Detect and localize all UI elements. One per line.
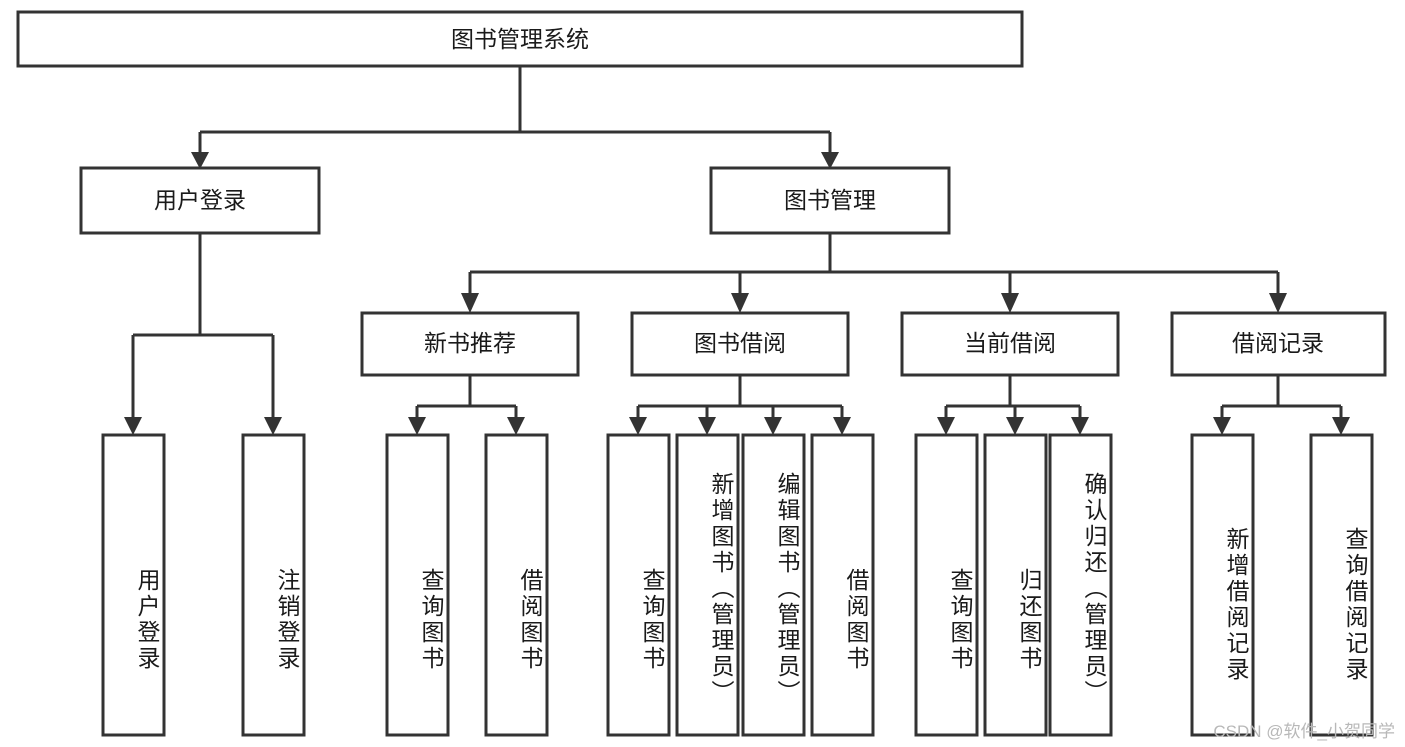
node-current-borrow-label: 当前借阅 xyxy=(964,330,1056,356)
connector-user-login-to-leaves xyxy=(124,233,282,435)
node-leaf-query-book-3[interactable]: 查询图书 xyxy=(914,433,979,737)
node-new-book-recommend[interactable]: 新书推荐 xyxy=(360,311,580,377)
node-leaf-return-book[interactable]: 归还图书 xyxy=(983,433,1048,737)
arrow-head-leaf-6 xyxy=(698,417,716,435)
arrow-head-new-book-recommend xyxy=(461,293,479,313)
node-leaf-borrow-book-1-label: 借阅图书 xyxy=(517,568,543,672)
connector-book-management-to-level3 xyxy=(461,233,1287,313)
arrow-head-borrow-record xyxy=(1269,293,1287,313)
connector-borrow-record-to-leaves xyxy=(1213,375,1350,435)
node-leaf-query-book-2[interactable]: 查询图书 xyxy=(606,433,671,737)
node-leaf-query-book-1[interactable]: 查询图书 xyxy=(385,433,450,737)
connector-new-book-recommend-to-leaves xyxy=(408,375,525,435)
node-leaf-user-login-label: 用户登录 xyxy=(134,568,160,672)
node-leaf-user-logout-label: 注销登录 xyxy=(274,568,300,672)
arrow-head-leaf-5 xyxy=(629,417,647,435)
arrow-head-leaf-9 xyxy=(937,417,955,435)
node-book-borrow[interactable]: 图书借阅 xyxy=(630,311,850,377)
node-leaf-add-borrow-record[interactable]: 新增借阅记录 xyxy=(1190,433,1255,737)
node-user-login[interactable]: 用户登录 xyxy=(79,166,321,235)
node-leaf-user-logout[interactable]: 注销登录 xyxy=(241,433,306,737)
node-book-management[interactable]: 图书管理 xyxy=(709,166,951,235)
arrow-head-leaf-8 xyxy=(833,417,851,435)
node-leaf-add-borrow-record-label: 新增借阅记录 xyxy=(1223,527,1249,683)
arrow-head-leaf-7 xyxy=(764,417,782,435)
node-borrow-record-label: 借阅记录 xyxy=(1232,330,1324,356)
node-leaf-add-book-admin-label: 新增图书（管理员） xyxy=(708,472,734,706)
node-root-title-label: 图书管理系统 xyxy=(451,26,589,52)
arrow-head-book-management xyxy=(821,152,839,169)
node-leaf-query-book-2-label: 查询图书 xyxy=(639,568,665,672)
node-leaf-add-book-admin[interactable]: 新增图书（管理员） xyxy=(675,433,740,737)
connector-root-to-level2 xyxy=(191,66,839,169)
node-leaf-confirm-return-admin[interactable]: 确认归还（管理员） xyxy=(1048,433,1113,737)
node-borrow-record[interactable]: 借阅记录 xyxy=(1170,311,1387,377)
node-book-management-label: 图书管理 xyxy=(784,187,876,213)
arrow-head-leaf-11 xyxy=(1071,417,1089,435)
arrow-head-leaf-4 xyxy=(507,417,525,435)
arrow-head-leaf-1 xyxy=(124,417,142,435)
arrow-head-book-borrow xyxy=(731,293,749,313)
node-root-title[interactable]: 图书管理系统 xyxy=(16,10,1024,68)
node-current-borrow[interactable]: 当前借阅 xyxy=(900,311,1120,377)
node-leaf-borrow-book-2[interactable]: 借阅图书 xyxy=(810,433,875,737)
leaf-nodes-group: 用户登录 注销登录 查询图书 借阅图书 查询图书 xyxy=(101,433,1374,737)
node-leaf-edit-book-admin-label: 编辑图书（管理员） xyxy=(774,472,800,706)
node-leaf-query-borrow-record-label: 查询借阅记录 xyxy=(1342,527,1368,683)
node-book-borrow-label: 图书借阅 xyxy=(694,330,786,356)
node-leaf-borrow-book-1[interactable]: 借阅图书 xyxy=(484,433,549,737)
node-leaf-borrow-book-2-label: 借阅图书 xyxy=(843,568,869,672)
arrow-head-leaf-2 xyxy=(264,417,282,435)
connector-book-borrow-to-leaves xyxy=(629,375,851,435)
arrow-head-user-login xyxy=(191,152,209,169)
arrow-head-leaf-12 xyxy=(1213,417,1231,435)
arrow-head-leaf-13 xyxy=(1332,417,1350,435)
node-leaf-edit-book-admin[interactable]: 编辑图书（管理员） xyxy=(741,433,806,737)
node-leaf-query-borrow-record[interactable]: 查询借阅记录 xyxy=(1309,433,1374,737)
node-user-login-label: 用户登录 xyxy=(154,187,246,213)
arrow-head-leaf-10 xyxy=(1006,417,1024,435)
node-leaf-return-book-label: 归还图书 xyxy=(1016,568,1042,672)
node-leaf-query-book-1-label: 查询图书 xyxy=(418,568,444,672)
node-new-book-recommend-label: 新书推荐 xyxy=(424,330,516,356)
arrow-head-current-borrow xyxy=(1001,293,1019,313)
node-leaf-query-book-3-label: 查询图书 xyxy=(947,568,973,672)
arrow-head-leaf-3 xyxy=(408,417,426,435)
node-leaf-confirm-return-admin-label: 确认归还（管理员） xyxy=(1081,472,1107,706)
node-leaf-user-login[interactable]: 用户登录 xyxy=(101,433,166,737)
connector-current-borrow-to-leaves xyxy=(937,375,1089,435)
